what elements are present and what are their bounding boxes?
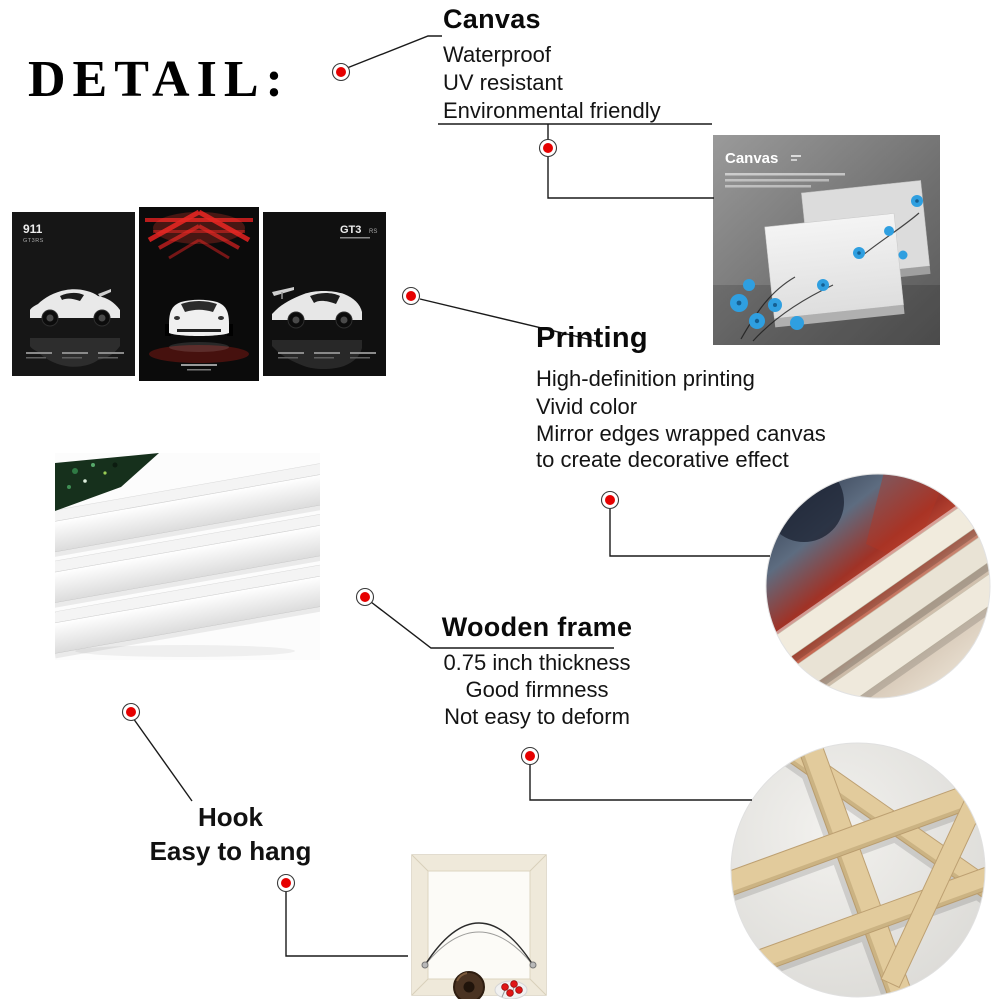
hanging-hardware-image <box>409 853 549 1000</box>
mirror-edge-image <box>764 472 992 700</box>
blue-flowers <box>730 195 923 330</box>
callout-line-canvas <box>346 35 442 69</box>
wrapped-canvas-edges <box>766 474 990 698</box>
canvas-sample-caption-lines <box>725 155 845 188</box>
poster-right-trim-label: RS <box>369 229 377 235</box>
poster-right: GT3 RS <box>263 212 386 376</box>
marker-wooden-frame <box>355 587 375 607</box>
stretcher-bars <box>731 743 985 997</box>
wooden-frame-illustration <box>730 742 986 998</box>
car-side-silhouette <box>30 289 120 327</box>
frame-miter-joints <box>411 854 547 996</box>
canvas-panels <box>764 180 931 328</box>
callout-line-canvas-image <box>547 124 714 199</box>
stacked-canvas-image <box>31 453 352 660</box>
canvas-sample-label: Canvas <box>725 150 778 167</box>
car-rear-reflection <box>272 340 362 369</box>
hanging-wire-secondary <box>424 931 534 966</box>
marker-mirror-image <box>600 490 620 510</box>
printing-feature: Vivid color <box>536 394 638 419</box>
marker-wood-image <box>520 746 540 766</box>
wire-screw-left <box>421 961 429 969</box>
wooden-frame-feature: Not easy to deform <box>444 704 630 729</box>
hook-subheading: Easy to hang <box>149 836 312 866</box>
wooden-frame-feature: 0.75 inch thickness <box>443 650 631 675</box>
canvas-feature: UV resistant <box>443 70 563 95</box>
marker-hook-image <box>276 873 296 893</box>
poster-left-trim-label: GT3RS <box>23 238 44 244</box>
callout-line-wood-image <box>529 760 752 801</box>
red-ceiling-lights <box>147 209 251 260</box>
canvas-sample-image: Canvas <box>713 135 940 345</box>
poster-right-model-label: GT3 <box>340 224 361 236</box>
hook-heading: Hook <box>198 802 263 832</box>
wire-screw-right <box>529 961 537 969</box>
page-title: DETAIL: <box>28 51 290 108</box>
callout-line-hook <box>132 717 193 802</box>
marker-printing <box>401 286 421 306</box>
stacked-canvas-illustration <box>31 453 352 660</box>
section-wooden-frame: Wooden frame 0.75 inch thickness Good fi… <box>392 612 682 730</box>
car-front-silhouette <box>165 299 233 336</box>
top-canvas-artwork <box>55 453 159 511</box>
printing-heading: Printing <box>536 322 648 354</box>
hanging-wire <box>424 922 534 966</box>
marker-canvas <box>331 62 351 82</box>
poster-center <box>139 207 259 381</box>
poster-left-model-label: 911 <box>23 222 43 236</box>
mirror-edge-illustration <box>765 473 991 699</box>
car-rear-silhouette <box>272 287 362 329</box>
printing-feature: to create decorative effect <box>536 447 789 472</box>
canvas-stack-bars <box>31 460 352 659</box>
callout-line-hook-image <box>285 888 408 957</box>
canvas-sample-illustration: Canvas <box>713 135 940 345</box>
canvas-heading: Canvas <box>443 4 541 34</box>
wooden-frame-heading: Wooden frame <box>441 612 633 642</box>
poster-left-spec-lines <box>26 352 124 359</box>
callout-line-mirror-image <box>609 504 770 557</box>
printing-feature: Mirror edges wrapped canvas <box>536 421 826 446</box>
section-canvas: Canvas Waterproof UV resistant Environme… <box>443 4 661 125</box>
wooden-frame-image <box>729 741 987 999</box>
poster-right-spec-lines <box>278 352 376 359</box>
red-pins <box>501 980 523 998</box>
section-printing: Printing High-definition printing Vivid … <box>536 322 826 473</box>
hanging-hardware-illustration <box>411 854 547 1000</box>
wire-spool <box>453 971 485 1000</box>
poster-left: 911 GT3RS <box>12 212 135 376</box>
poster-center-spec-lines <box>181 364 217 371</box>
wooden-frame-feature: Good firmness <box>465 677 609 702</box>
poster-set-illustration: 911 GT3RS <box>12 207 386 381</box>
printing-feature: High-definition printing <box>536 366 755 391</box>
canvas-feature: Environmental friendly <box>443 98 661 123</box>
poster-set-image: 911 GT3RS <box>10 206 388 382</box>
section-hook: Hook Easy to hang <box>118 800 343 868</box>
canvas-feature: Waterproof <box>443 42 552 67</box>
marker-hook <box>121 702 141 722</box>
poster-right-caption-line <box>340 237 370 239</box>
marker-canvas-image <box>538 138 558 158</box>
